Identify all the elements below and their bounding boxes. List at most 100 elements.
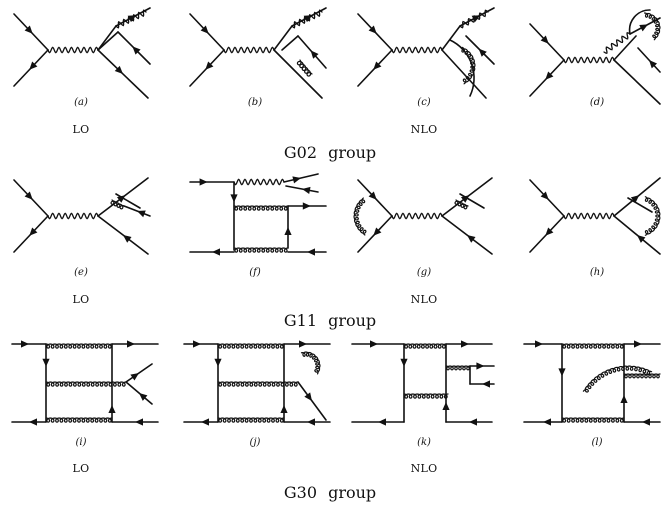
arrow-head xyxy=(135,418,143,426)
photon-line xyxy=(563,212,615,220)
arrow-head xyxy=(302,202,311,210)
gluon-line xyxy=(582,365,653,393)
arrow-head xyxy=(29,61,38,70)
photon-line xyxy=(391,212,443,220)
arrow-head xyxy=(630,195,640,203)
gluon-line xyxy=(217,417,285,423)
diagram-label-l: (l) xyxy=(591,437,603,448)
arrow-head xyxy=(545,71,554,80)
arrow-head xyxy=(303,15,313,23)
gluon-line xyxy=(623,373,661,379)
diagram-b xyxy=(189,7,327,99)
gluon-line xyxy=(403,343,447,349)
gluon-line xyxy=(300,351,321,375)
arrow-head xyxy=(139,393,148,401)
arrow-head xyxy=(378,418,386,426)
arrow-head xyxy=(482,380,490,388)
arrow-head xyxy=(469,418,477,426)
gluon-line xyxy=(233,247,289,253)
gluon-line xyxy=(45,381,127,387)
arrow-head xyxy=(461,340,469,348)
group-title-g11: G11 group xyxy=(283,311,377,330)
arrow-head xyxy=(620,395,628,403)
diagram-label-k: (k) xyxy=(417,437,431,448)
arrow-head xyxy=(284,227,292,235)
diagram-i xyxy=(11,340,159,426)
gluon-line xyxy=(445,365,471,371)
gluon-line xyxy=(454,199,469,210)
gluon-line xyxy=(461,46,476,85)
arrow-head xyxy=(123,235,132,243)
gluon-line xyxy=(561,343,625,349)
arrow-head xyxy=(116,195,126,203)
arrow-head xyxy=(373,227,382,236)
arrow-head xyxy=(108,405,116,413)
diagram-label-c: (c) xyxy=(417,97,431,108)
arrow-head xyxy=(310,50,319,59)
arrow-head xyxy=(545,227,554,236)
diagram-f xyxy=(189,173,327,256)
arrow-head xyxy=(634,340,642,348)
fermion-line xyxy=(97,31,119,51)
gluon-line xyxy=(644,196,661,236)
arrow-head xyxy=(535,340,543,348)
gluon-line xyxy=(353,197,367,236)
gluon-line xyxy=(45,417,113,423)
arrow-head xyxy=(543,418,551,426)
diagram-d xyxy=(529,9,661,105)
arrow-head xyxy=(24,191,33,200)
arrow-head xyxy=(637,235,646,243)
gluon-line xyxy=(561,417,625,423)
diagram-c xyxy=(357,7,495,99)
arrow-head xyxy=(130,373,139,381)
arrow-head xyxy=(649,60,658,69)
gluon-line xyxy=(403,393,449,399)
lo-label-row1: LO xyxy=(72,123,90,136)
diagram-k xyxy=(351,340,495,426)
arrow-head xyxy=(132,46,141,55)
diagram-e xyxy=(13,177,151,255)
diagram-l xyxy=(523,340,661,426)
diagram-label-g: (g) xyxy=(416,267,432,278)
arrow-head xyxy=(212,248,220,256)
arrow-head xyxy=(127,340,135,348)
arrow-head xyxy=(201,418,209,426)
photon-line xyxy=(603,32,631,54)
arrow-head xyxy=(442,402,450,410)
photon-line xyxy=(563,56,615,64)
arrow-head xyxy=(114,65,123,74)
fermion-line xyxy=(273,49,323,99)
diagram-label-j: (j) xyxy=(249,437,261,448)
arrow-head xyxy=(137,210,146,218)
photon-line xyxy=(47,212,99,220)
arrow-head xyxy=(558,368,566,377)
diagram-label-f: (f) xyxy=(249,267,261,278)
diagram-h xyxy=(529,177,661,255)
arrow-head xyxy=(280,405,288,413)
arrow-head xyxy=(471,15,481,23)
fermion-line xyxy=(441,25,461,51)
arrow-head xyxy=(199,178,208,186)
diagram-a xyxy=(13,7,151,99)
fermion-arc xyxy=(628,9,651,35)
fermion-line xyxy=(273,25,293,51)
fermion-arc xyxy=(449,39,475,97)
fermion-line xyxy=(627,197,653,213)
diagram-label-h: (h) xyxy=(589,267,605,278)
arrow-head xyxy=(478,48,487,57)
fermion-line xyxy=(97,25,117,51)
arrow-head xyxy=(230,194,238,203)
arrow-head xyxy=(205,61,214,70)
arrow-head xyxy=(639,24,648,32)
arrow-head xyxy=(21,340,29,348)
arrow-head xyxy=(24,25,33,34)
arrow-head xyxy=(304,392,312,401)
arrow-head xyxy=(29,418,37,426)
gluon-line xyxy=(217,343,285,349)
nlo-label-row2: NLO xyxy=(410,293,438,306)
arrow-head xyxy=(400,358,408,367)
photon-line xyxy=(223,46,275,54)
fermion-line xyxy=(459,193,485,209)
